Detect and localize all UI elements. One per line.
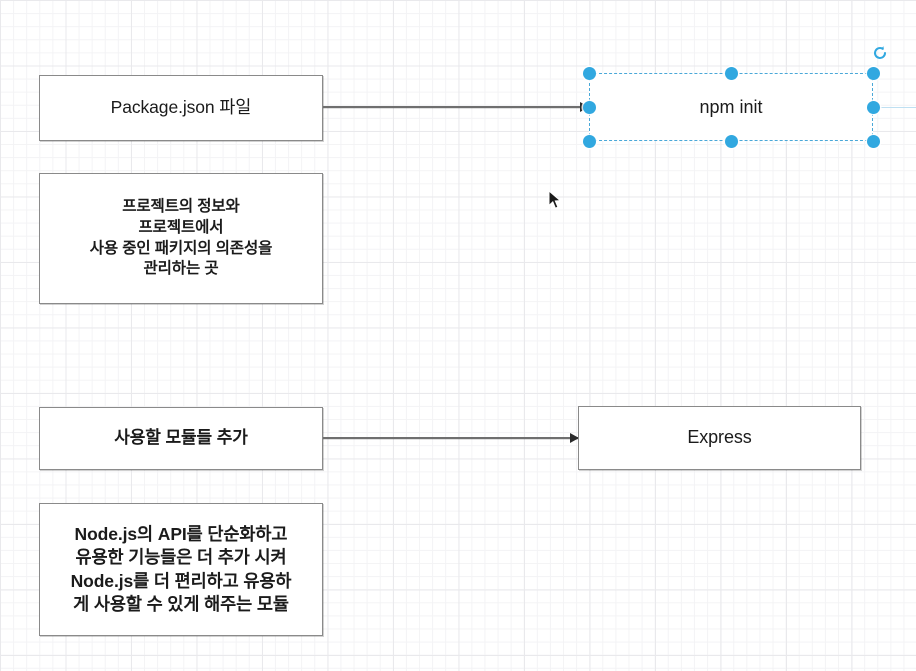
node-package-json[interactable]: Package.json 파일 bbox=[39, 75, 323, 141]
node-label: npm init bbox=[699, 96, 763, 117]
resize-handle-bottom-right[interactable] bbox=[866, 134, 880, 148]
resize-handle-middle-right[interactable] bbox=[866, 100, 880, 114]
connector-package-json-to-npm-init[interactable] bbox=[323, 102, 589, 112]
selection-connector-stub bbox=[874, 106, 916, 108]
node-add-modules[interactable]: 사용할 모듈들 추가 bbox=[39, 407, 323, 470]
arrow-pointer-icon bbox=[548, 189, 562, 210]
resize-handle-top-right[interactable] bbox=[866, 66, 880, 80]
resize-handle-top-left[interactable] bbox=[582, 66, 596, 80]
resize-handle-middle-left[interactable] bbox=[582, 100, 596, 114]
rotate-icon[interactable] bbox=[872, 45, 888, 61]
connector-add-modules-to-express[interactable] bbox=[323, 433, 579, 443]
resize-handle-bottom-left[interactable] bbox=[582, 134, 596, 148]
node-label: Node.js의 API를 단순화하고 유용한 기능들은 더 추가 시켜 Nod… bbox=[70, 523, 292, 614]
node-label: Express bbox=[687, 427, 752, 448]
node-package-json-description[interactable]: 프로젝트의 정보와 프로젝트에서 사용 중인 패키지의 의존성을 관리하는 곳 bbox=[39, 173, 323, 304]
resize-handle-top-center[interactable] bbox=[724, 66, 738, 80]
node-npm-init[interactable]: npm init bbox=[589, 73, 873, 141]
node-express[interactable]: Express bbox=[578, 406, 861, 470]
node-label: Package.json 파일 bbox=[110, 97, 252, 118]
arrowhead-icon bbox=[570, 433, 579, 443]
node-label: 프로젝트의 정보와 프로젝트에서 사용 중인 패키지의 의존성을 관리하는 곳 bbox=[89, 198, 273, 278]
node-label: 사용할 모듈들 추가 bbox=[114, 428, 248, 448]
node-express-description[interactable]: Node.js의 API를 단순화하고 유용한 기능들은 더 추가 시켜 Nod… bbox=[39, 503, 323, 636]
resize-handle-bottom-center[interactable] bbox=[724, 134, 738, 148]
